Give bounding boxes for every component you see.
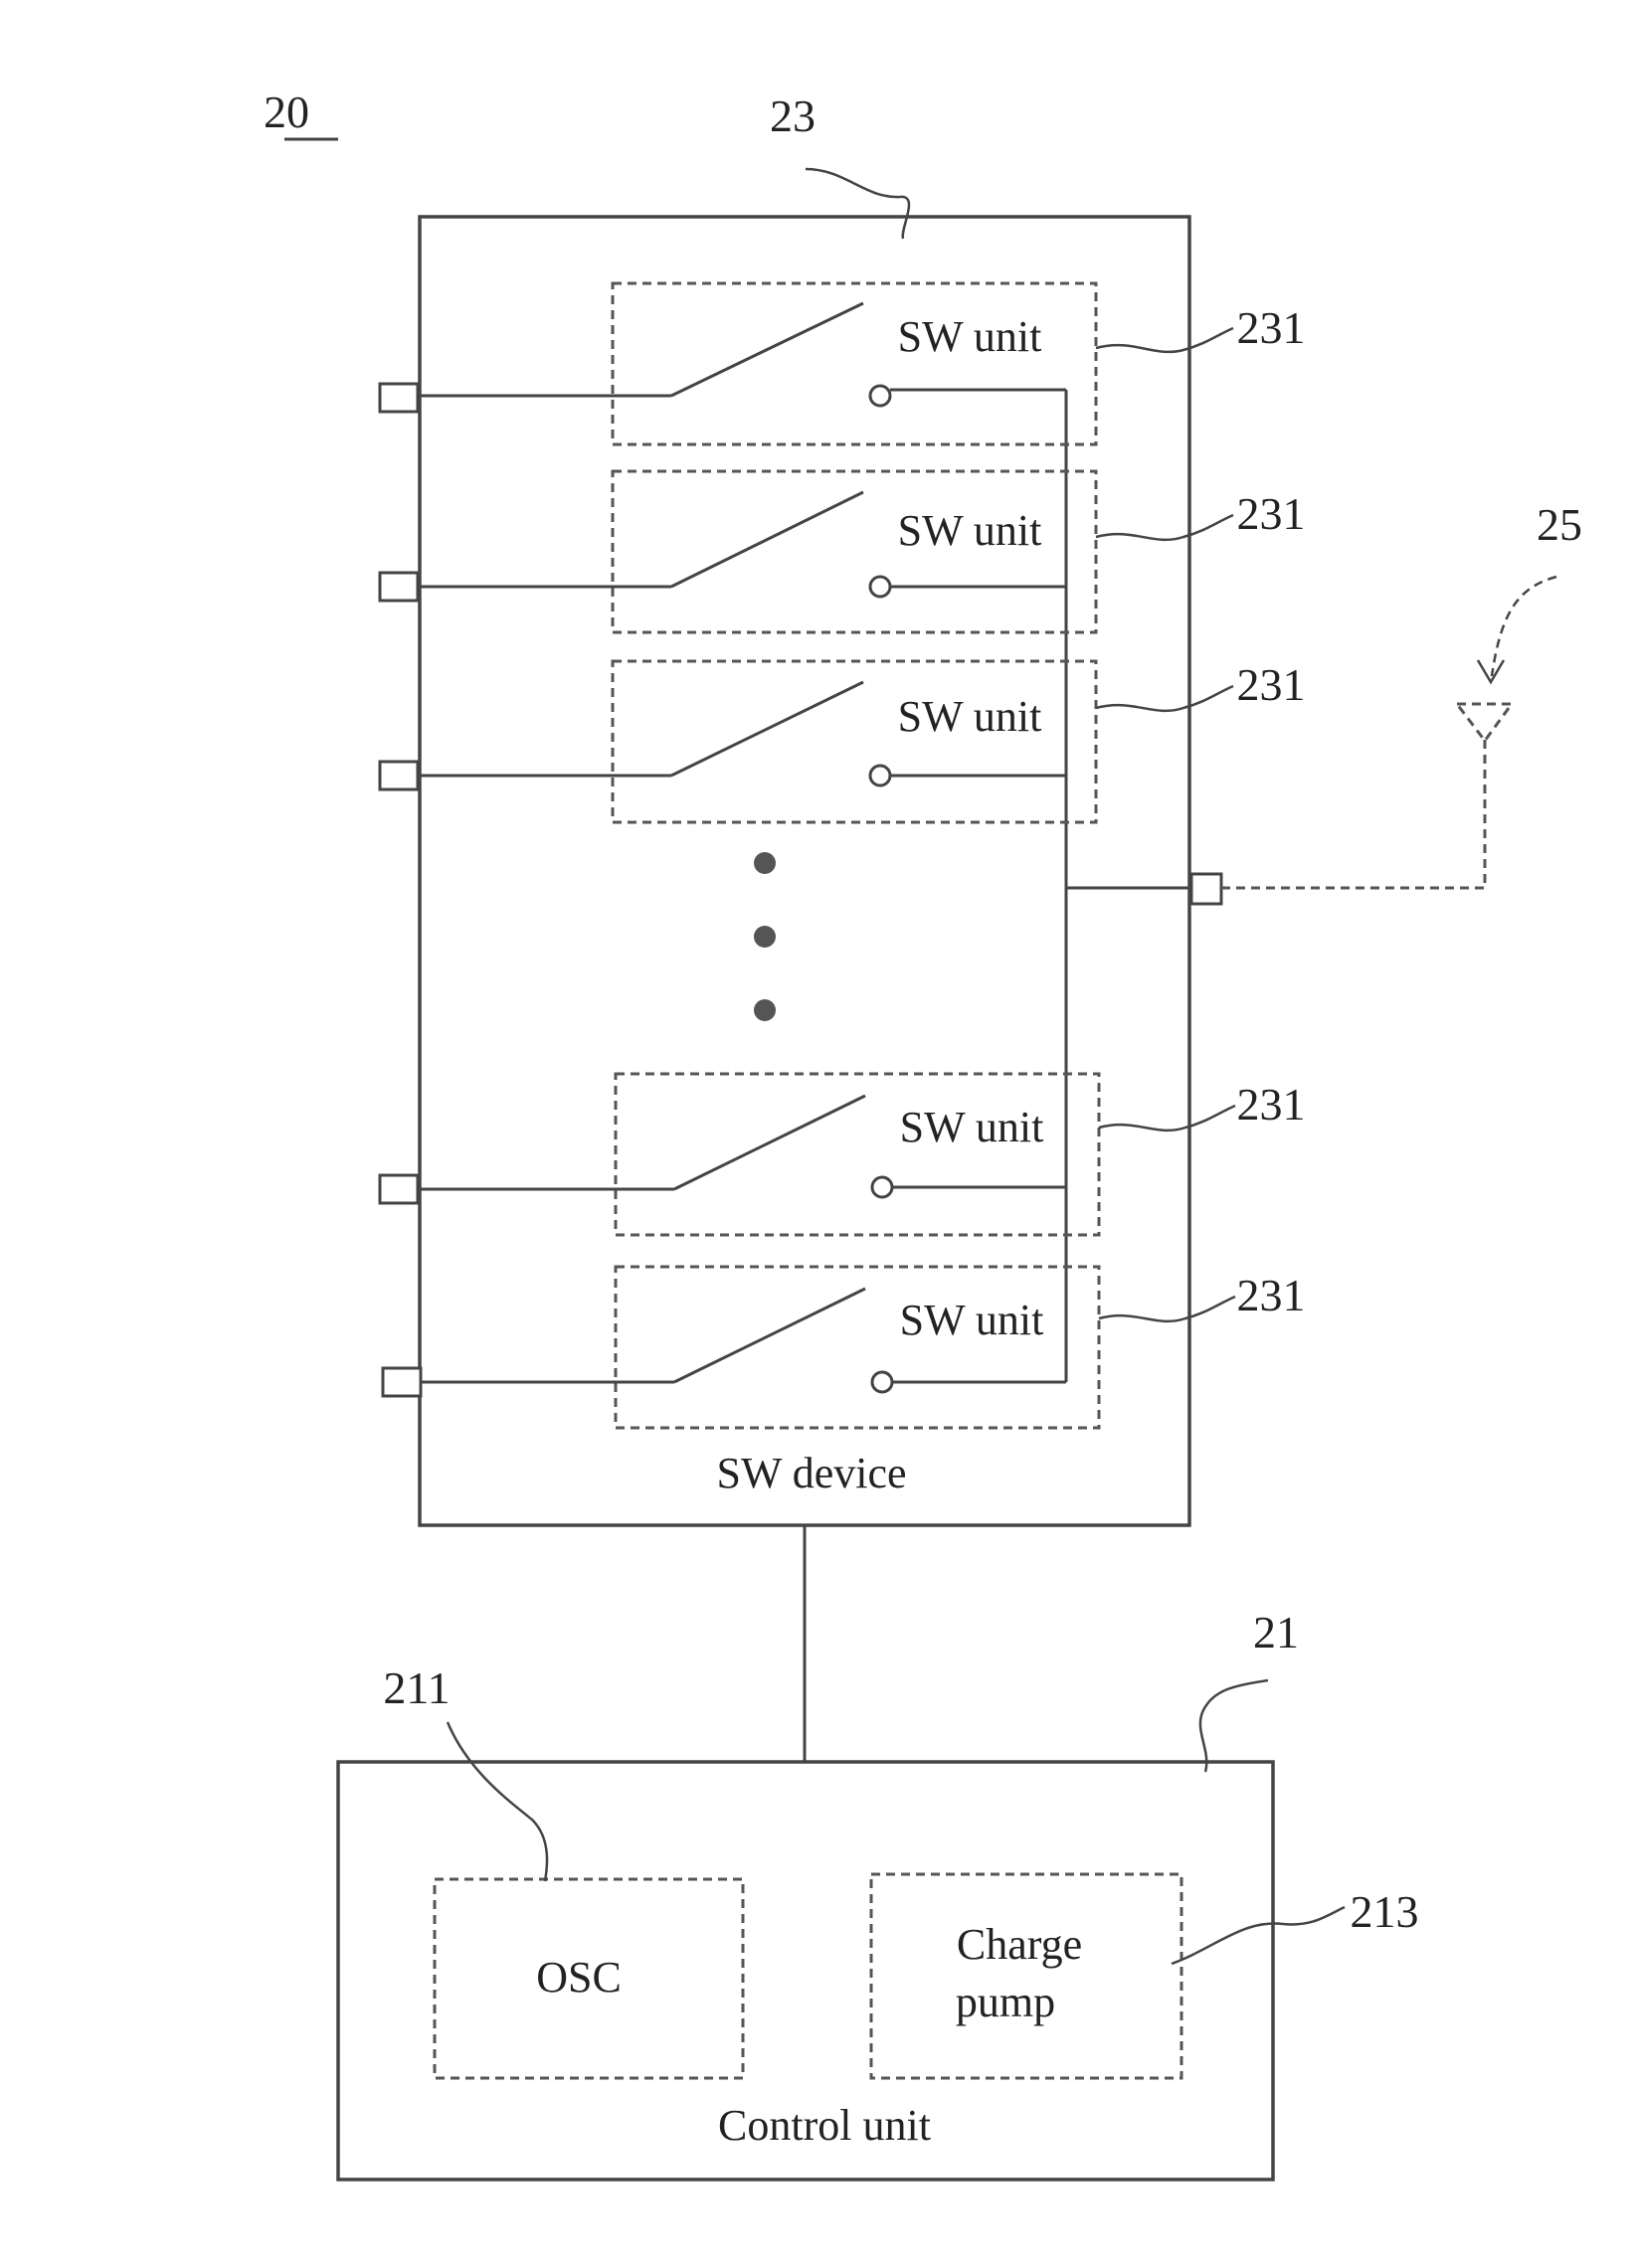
input-terminal [380, 1175, 418, 1203]
charge-pump-ref-leader [1172, 1907, 1345, 1964]
switch-contact [870, 766, 890, 785]
input-terminal [380, 573, 418, 601]
sw-unit-ref-leader [1096, 328, 1233, 352]
sw-unit-label: SW unit [898, 506, 1042, 555]
sw-unit-4: SW unit 231 [380, 1074, 1306, 1235]
sw-device-box [420, 217, 1189, 1525]
sw-unit-1: SW unit 231 [380, 283, 1306, 444]
charge-pump-ref: 213 [1351, 1886, 1419, 1937]
sw-unit-label: SW unit [900, 1296, 1044, 1344]
sw-unit-label: SW unit [900, 1103, 1044, 1151]
osc-ref-leader [448, 1722, 547, 1881]
osc-label: OSC [536, 1953, 622, 2002]
figure-number: 20 [264, 87, 309, 137]
switch-blade [674, 1096, 865, 1189]
sw-device-ref: 23 [770, 90, 816, 141]
switch-contact [870, 577, 890, 597]
sw-unit-label: SW unit [898, 312, 1042, 361]
antenna-ref-arrow [1492, 577, 1556, 676]
switch-blade [674, 1289, 865, 1382]
switch-contact [870, 386, 890, 406]
sw-unit-ref: 231 [1237, 302, 1306, 353]
ellipsis-dot [754, 926, 776, 948]
sw-unit-ref-leader [1099, 1106, 1235, 1131]
control-unit-label: Control unit [718, 2101, 931, 2150]
antenna-ref: 25 [1537, 499, 1582, 550]
charge-pump-box [871, 1874, 1181, 2078]
charge-pump-label-line1: Charge [957, 1920, 1082, 1969]
switch-blade [671, 492, 863, 587]
sw-unit-ref: 231 [1237, 1270, 1306, 1320]
antenna-icon [1457, 704, 1512, 741]
sw-unit-label: SW unit [898, 692, 1042, 741]
sw-device-ref-leader [806, 169, 909, 239]
switch-contact [872, 1177, 892, 1197]
sw-unit-3: SW unit 231 [380, 659, 1306, 822]
sw-unit-ref: 231 [1237, 659, 1306, 710]
antenna-ref-arrowhead [1478, 660, 1504, 682]
sw-unit-2: SW unit 231 [380, 471, 1306, 632]
sw-unit-ref: 231 [1237, 1079, 1306, 1130]
switch-contact [872, 1372, 892, 1392]
osc-ref: 211 [383, 1662, 450, 1713]
input-terminal [380, 762, 418, 789]
sw-device-label: SW device [716, 1449, 906, 1497]
sw-unit-5: SW unit 231 [383, 1267, 1306, 1428]
input-terminal [383, 1368, 421, 1396]
sw-unit-ref-leader [1099, 1297, 1235, 1321]
input-terminal [380, 384, 418, 412]
charge-pump-label-line2: pump [956, 1978, 1055, 2026]
switch-blade [671, 682, 863, 776]
sw-unit-ref-leader [1096, 686, 1233, 711]
output-terminal [1191, 874, 1221, 904]
switch-blade [671, 303, 863, 396]
sw-unit-ref: 231 [1237, 488, 1306, 539]
control-unit-ref: 21 [1253, 1607, 1299, 1657]
antenna-feed [1221, 736, 1485, 888]
ellipsis-dot [754, 999, 776, 1021]
control-unit-ref-leader [1200, 1680, 1268, 1772]
sw-unit-ref-leader [1096, 515, 1233, 540]
ellipsis-dot [754, 852, 776, 874]
